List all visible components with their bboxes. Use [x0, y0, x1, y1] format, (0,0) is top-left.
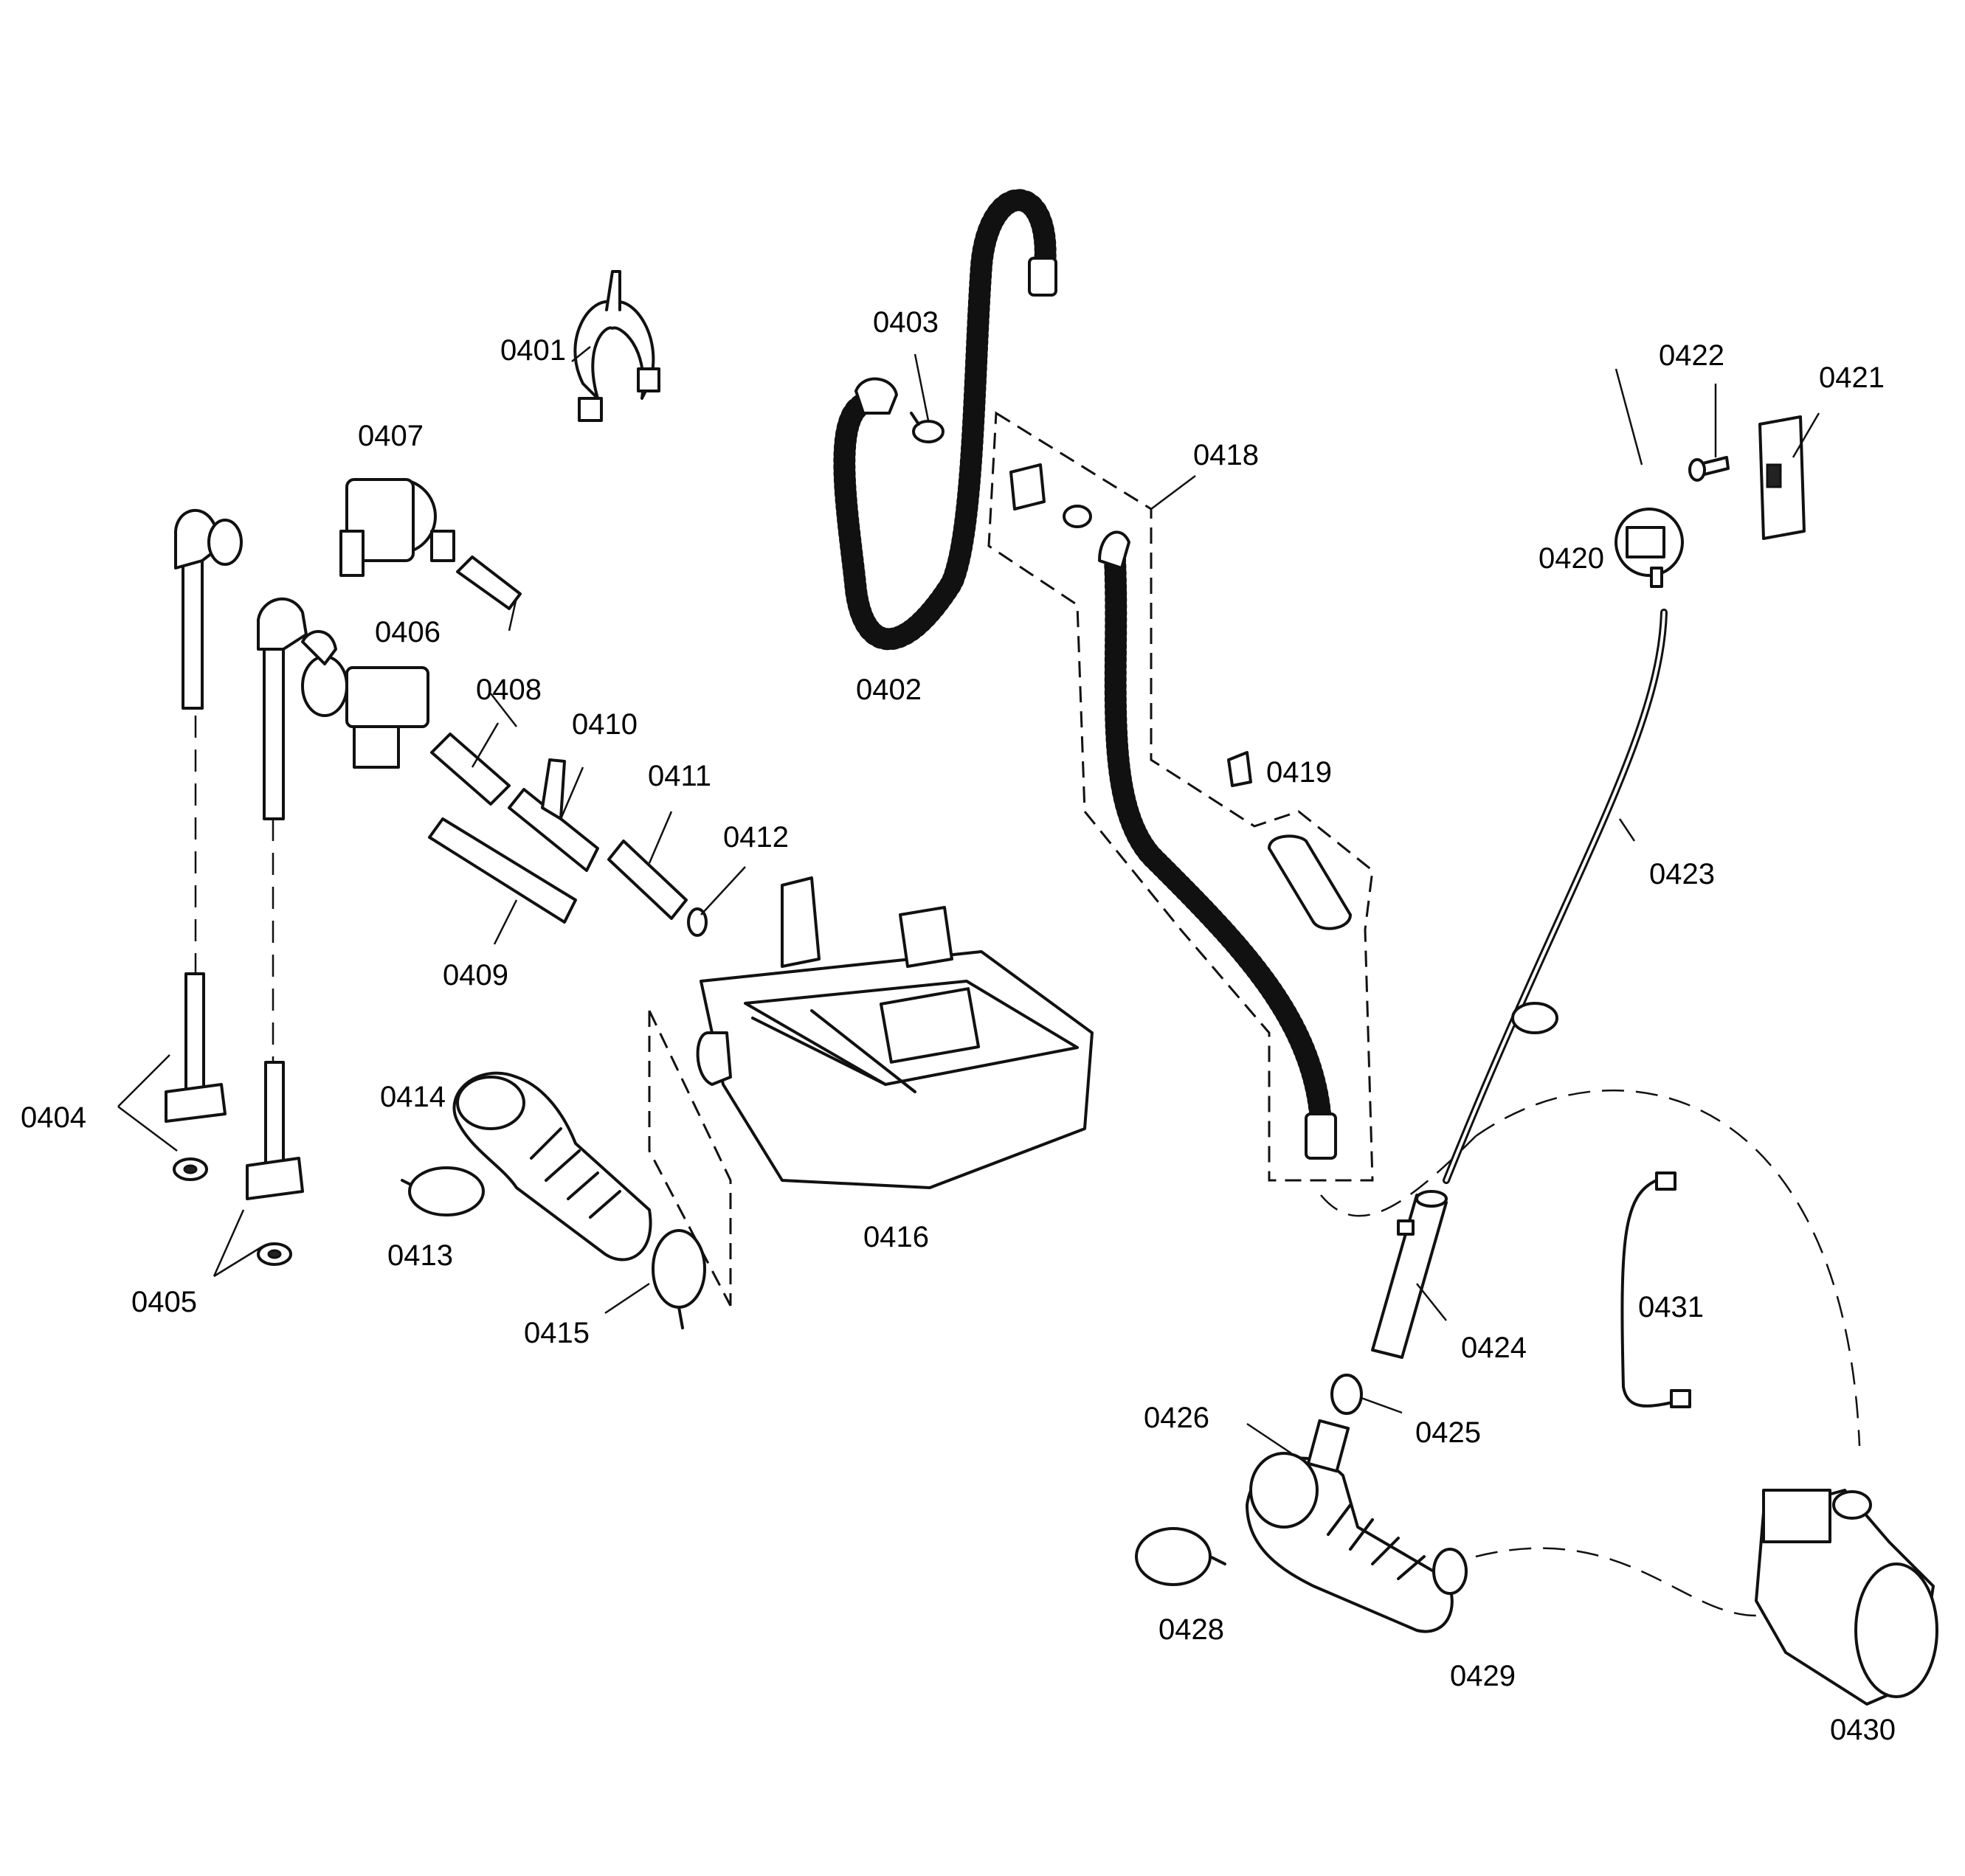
- label-0403: 0403: [873, 306, 939, 339]
- part-0404-inlet-pipe: [165, 509, 243, 1181]
- label-0410: 0410: [572, 708, 638, 741]
- part-0422-screw: [1688, 456, 1730, 482]
- label-0406: 0406: [375, 616, 441, 648]
- part-0430-drain-pump: [1755, 1489, 1938, 1706]
- label-0426: 0426: [1144, 1402, 1209, 1434]
- part-0416-dispenser-housing: [696, 876, 1094, 1189]
- label-0402: 0402: [856, 674, 922, 706]
- part-0415-clamp: [652, 1229, 706, 1329]
- part-0419-clip: [1227, 751, 1252, 787]
- part-0405-inlet-pipe: [246, 598, 308, 1266]
- label-0414: 0414: [380, 1081, 446, 1113]
- label-0420: 0420: [1538, 542, 1604, 575]
- part-0423-pressure-tube: [1443, 609, 1668, 1184]
- label-0416: 0416: [863, 1221, 929, 1253]
- label-0431: 0431: [1638, 1291, 1704, 1323]
- label-0401: 0401: [500, 334, 566, 367]
- label-0418: 0418: [1193, 439, 1259, 471]
- label-0413: 0413: [387, 1239, 453, 1272]
- label-0408: 0408: [476, 674, 542, 706]
- part-labels: 0401 0402 0403 0404 0405 0406 0407 0408 …: [21, 306, 1896, 1746]
- part-0421-bracket: [1758, 415, 1806, 540]
- part-0412-clamp: [687, 907, 708, 937]
- assembly-outlines: [194, 411, 1861, 1617]
- label-0412: 0412: [723, 821, 789, 854]
- part-0424-air-chamber: [1371, 1190, 1448, 1359]
- part-0418-spacer: [1268, 834, 1352, 930]
- label-0407: 0407: [358, 420, 424, 452]
- part-0418-drain-hose: [1009, 463, 1337, 1160]
- part-0429-clamp: [1432, 1548, 1468, 1595]
- part-0411-tube: [607, 840, 688, 920]
- label-0429: 0429: [1450, 1660, 1516, 1692]
- label-0421: 0421: [1819, 361, 1885, 394]
- label-0423: 0423: [1649, 858, 1715, 890]
- label-0425: 0425: [1415, 1416, 1481, 1449]
- label-0419: 0419: [1266, 756, 1332, 789]
- part-0407-water-valve: [339, 478, 455, 577]
- leader-lines: [117, 346, 1820, 1455]
- label-0422: 0422: [1659, 339, 1724, 372]
- label-0411: 0411: [648, 760, 711, 792]
- part-0410-tube: [508, 758, 599, 872]
- label-0415: 0415: [524, 1317, 590, 1349]
- part-0431-wire-harness: [1620, 1171, 1691, 1408]
- label-0424: 0424: [1461, 1332, 1527, 1364]
- part-0402-fill-hose: [833, 189, 1057, 651]
- part-0425-clamp: [1330, 1374, 1363, 1415]
- part-0401-hose-hanger: [573, 270, 660, 422]
- label-0428: 0428: [1158, 1613, 1224, 1646]
- label-0409: 0409: [443, 959, 508, 991]
- part-0408-tube: [430, 555, 522, 806]
- part-0420-pressure-switch: [1615, 508, 1684, 588]
- part-0403-clamp: [910, 412, 944, 443]
- part-0428-clamp: [1135, 1527, 1226, 1586]
- label-0405: 0405: [131, 1286, 197, 1318]
- label-0404: 0404: [21, 1101, 86, 1134]
- label-0430: 0430: [1830, 1714, 1896, 1746]
- part-0414-bellows-hose: [452, 1071, 652, 1261]
- part-0413-clamp: [401, 1166, 485, 1216]
- part-0409-tube: [428, 817, 577, 924]
- part-0426-sump-hose: [1246, 1419, 1454, 1633]
- part-0406-water-valve: [301, 630, 429, 769]
